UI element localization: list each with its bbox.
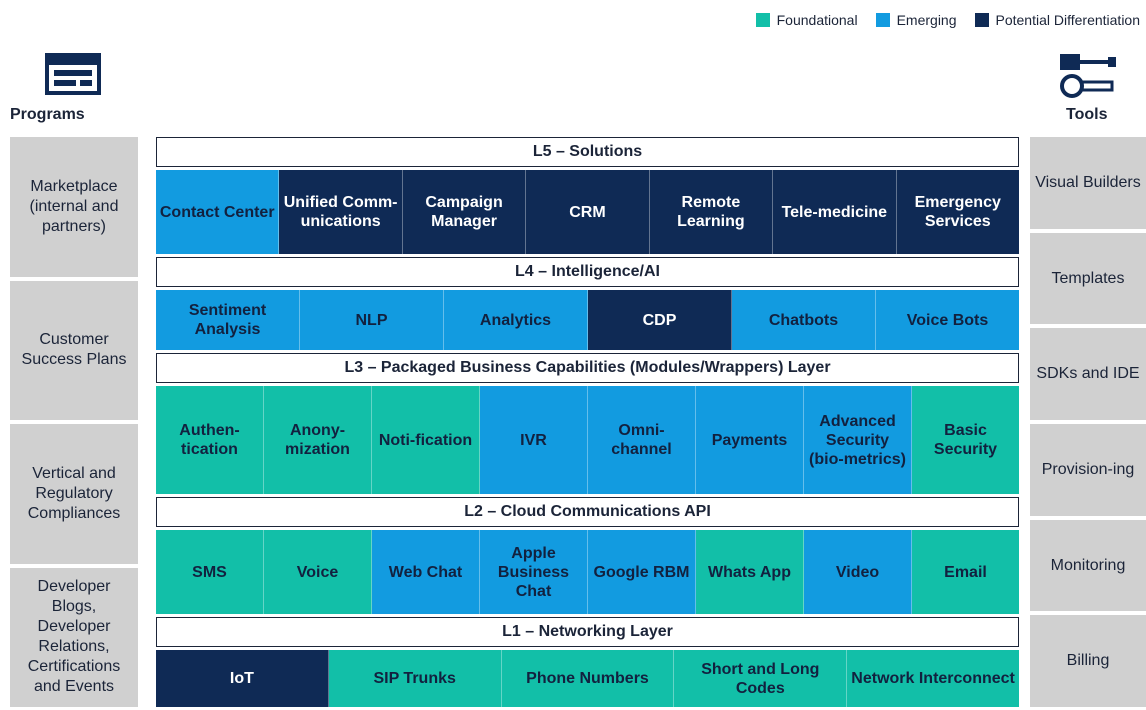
programs-column: Marketplace (internal and partners) Cust…	[10, 137, 138, 707]
l3-cell: Omni-channel	[588, 386, 696, 494]
l1-cell: Network Interconnect	[847, 650, 1019, 707]
tool-item: SDKs and IDE	[1030, 328, 1146, 421]
emerging-swatch	[875, 13, 890, 27]
legend-differentiation: Potential Differentiation	[974, 12, 1141, 28]
l4-cell: Chatbots	[732, 290, 876, 350]
l5-title: L5 – Solutions	[156, 137, 1019, 167]
legend: Foundational Emerging Potential Differen…	[755, 12, 1141, 28]
program-item: Developer Blogs, Developer Relations, Ce…	[10, 567, 138, 707]
legend-emerging-label: Emerging	[896, 12, 957, 28]
l2-title: L2 – Cloud Communications API	[156, 497, 1019, 527]
l2-cell: Email	[912, 530, 1019, 614]
l4-title: L4 – Intelligence/AI	[156, 257, 1019, 287]
l1-cell: SIP Trunks	[328, 650, 502, 707]
tools-icon	[1060, 54, 1116, 98]
l3-title: L3 – Packaged Business Capabilities (Mod…	[156, 353, 1019, 383]
l3-cell: Authen-tication	[156, 386, 264, 494]
foundational-swatch	[755, 13, 770, 27]
l2-cell: Google RBM	[588, 530, 696, 614]
l2-cell: Web Chat	[372, 530, 480, 614]
l5-cell: Contact Center	[156, 170, 280, 254]
window-icon	[45, 53, 101, 95]
l5-cell: Remote Learning	[649, 170, 774, 254]
tools-column: Visual Builders Templates SDKs and IDE P…	[1030, 137, 1146, 708]
l2-cell: Video	[804, 530, 912, 614]
l1-cell: Phone Numbers	[501, 650, 675, 707]
l5-cell: CRM	[526, 170, 650, 254]
l4-cell: NLP	[300, 290, 444, 350]
tool-item: Templates	[1030, 232, 1146, 325]
l3-cell: Advanced Security (bio-metrics)	[804, 386, 912, 494]
program-item: Vertical and Regulatory Compliances	[10, 424, 138, 564]
l1-cell: Short and Long Codes	[674, 650, 848, 707]
l5-cell: Emergency Services	[896, 170, 1019, 254]
l3-cell: Payments	[696, 386, 804, 494]
l3-cell: Anony-mization	[264, 386, 372, 494]
l2-cell: Whats App	[696, 530, 804, 614]
l3-cell: Basic Security	[912, 386, 1019, 494]
program-item: Customer Success Plans	[10, 280, 138, 420]
l1-cell: IoT	[156, 650, 329, 707]
l5-cell: Tele-medicine	[773, 170, 897, 254]
programs-title: Programs	[10, 106, 85, 123]
tool-item: Billing	[1030, 615, 1146, 708]
tool-item: Provision-ing	[1030, 424, 1146, 516]
tool-item: Visual Builders	[1030, 137, 1146, 229]
legend-differentiation-label: Potential Differentiation	[995, 12, 1141, 28]
l3-cell: Noti-fication	[372, 386, 480, 494]
differentiation-swatch	[974, 13, 989, 27]
l4-cell: Analytics	[444, 290, 588, 350]
l5-cell: Unified Comm-unications	[279, 170, 403, 254]
tools-title: Tools	[1066, 106, 1108, 123]
l5-cell: Campaign Manager	[402, 170, 527, 254]
l2-cell: Apple Business Chat	[480, 530, 588, 614]
program-item: Marketplace (internal and partners)	[10, 137, 138, 277]
l4-cell: Voice Bots	[876, 290, 1019, 350]
tool-item: Monitoring	[1030, 519, 1146, 612]
l4-cell: Sentiment Analysis	[156, 290, 300, 350]
legend-foundational-label: Foundational	[776, 12, 858, 28]
l2-cell: SMS	[156, 530, 264, 614]
legend-foundational: Foundational	[755, 12, 858, 28]
l4-cell: CDP	[588, 290, 732, 350]
l2-cell: Voice	[264, 530, 372, 614]
legend-emerging: Emerging	[875, 12, 957, 28]
l3-cell: IVR	[480, 386, 588, 494]
l1-title: L1 – Networking Layer	[156, 617, 1019, 647]
